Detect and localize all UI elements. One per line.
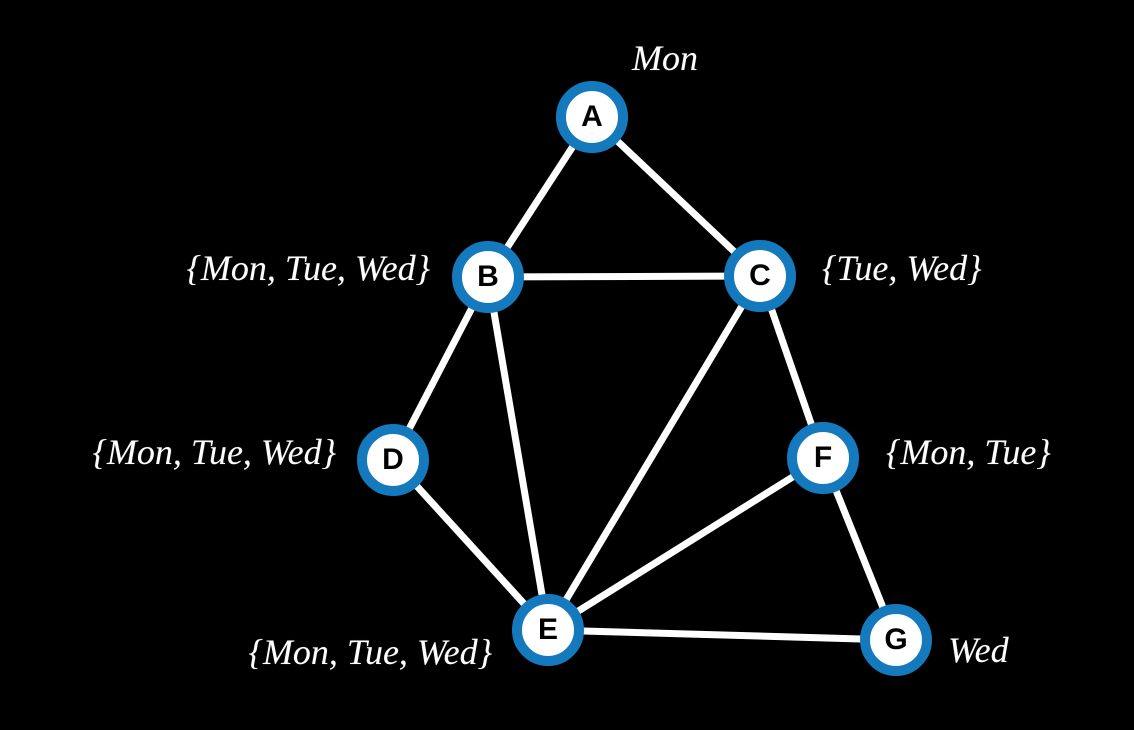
graph-node-letter-g: G [884, 623, 908, 656]
graph-node-domain-label-e: {Mon, Tue, Wed} [248, 632, 492, 672]
graph-node-letter-b: B [477, 260, 499, 293]
graph-node-letter-f: F [813, 441, 833, 474]
graph-edge-e-g [547, 626, 897, 644]
graph-edge-e-f [546, 455, 825, 633]
graph-edge-b-c [487, 272, 761, 281]
graph-node-letter-e: E [537, 613, 558, 646]
graph-edge-d-e [390, 457, 551, 633]
graph-node-c[interactable]: C [724, 240, 796, 312]
graph-node-letter-d: D [382, 443, 404, 476]
graph-node-f[interactable]: F [787, 422, 859, 494]
graph-edge-c-e [544, 274, 764, 632]
graph-node-a[interactable]: A [556, 81, 628, 153]
graph-node-e[interactable]: E [512, 594, 584, 666]
graph-edge-a-c [589, 114, 763, 279]
graph-node-domain-label-d: {Mon, Tue, Wed} [92, 432, 336, 472]
graph-node-letter-c: C [749, 259, 771, 292]
graph-node-b[interactable]: B [452, 241, 524, 313]
graph-node-g[interactable]: G [860, 604, 932, 676]
graph-node-domain-label-a: Mon [632, 38, 698, 78]
graph-node-domain-label-f: {Mon, Tue} [886, 432, 1051, 472]
graph-node-domain-label-g: Wed [948, 630, 1009, 670]
graph-edge-b-e [484, 276, 552, 631]
graph-node-domain-label-b: {Mon, Tue, Wed} [186, 248, 430, 288]
graph-node-d[interactable]: D [357, 424, 429, 496]
graph-node-letter-a: A [581, 100, 603, 133]
graph-node-domain-label-c: {Tue, Wed} [822, 248, 982, 288]
